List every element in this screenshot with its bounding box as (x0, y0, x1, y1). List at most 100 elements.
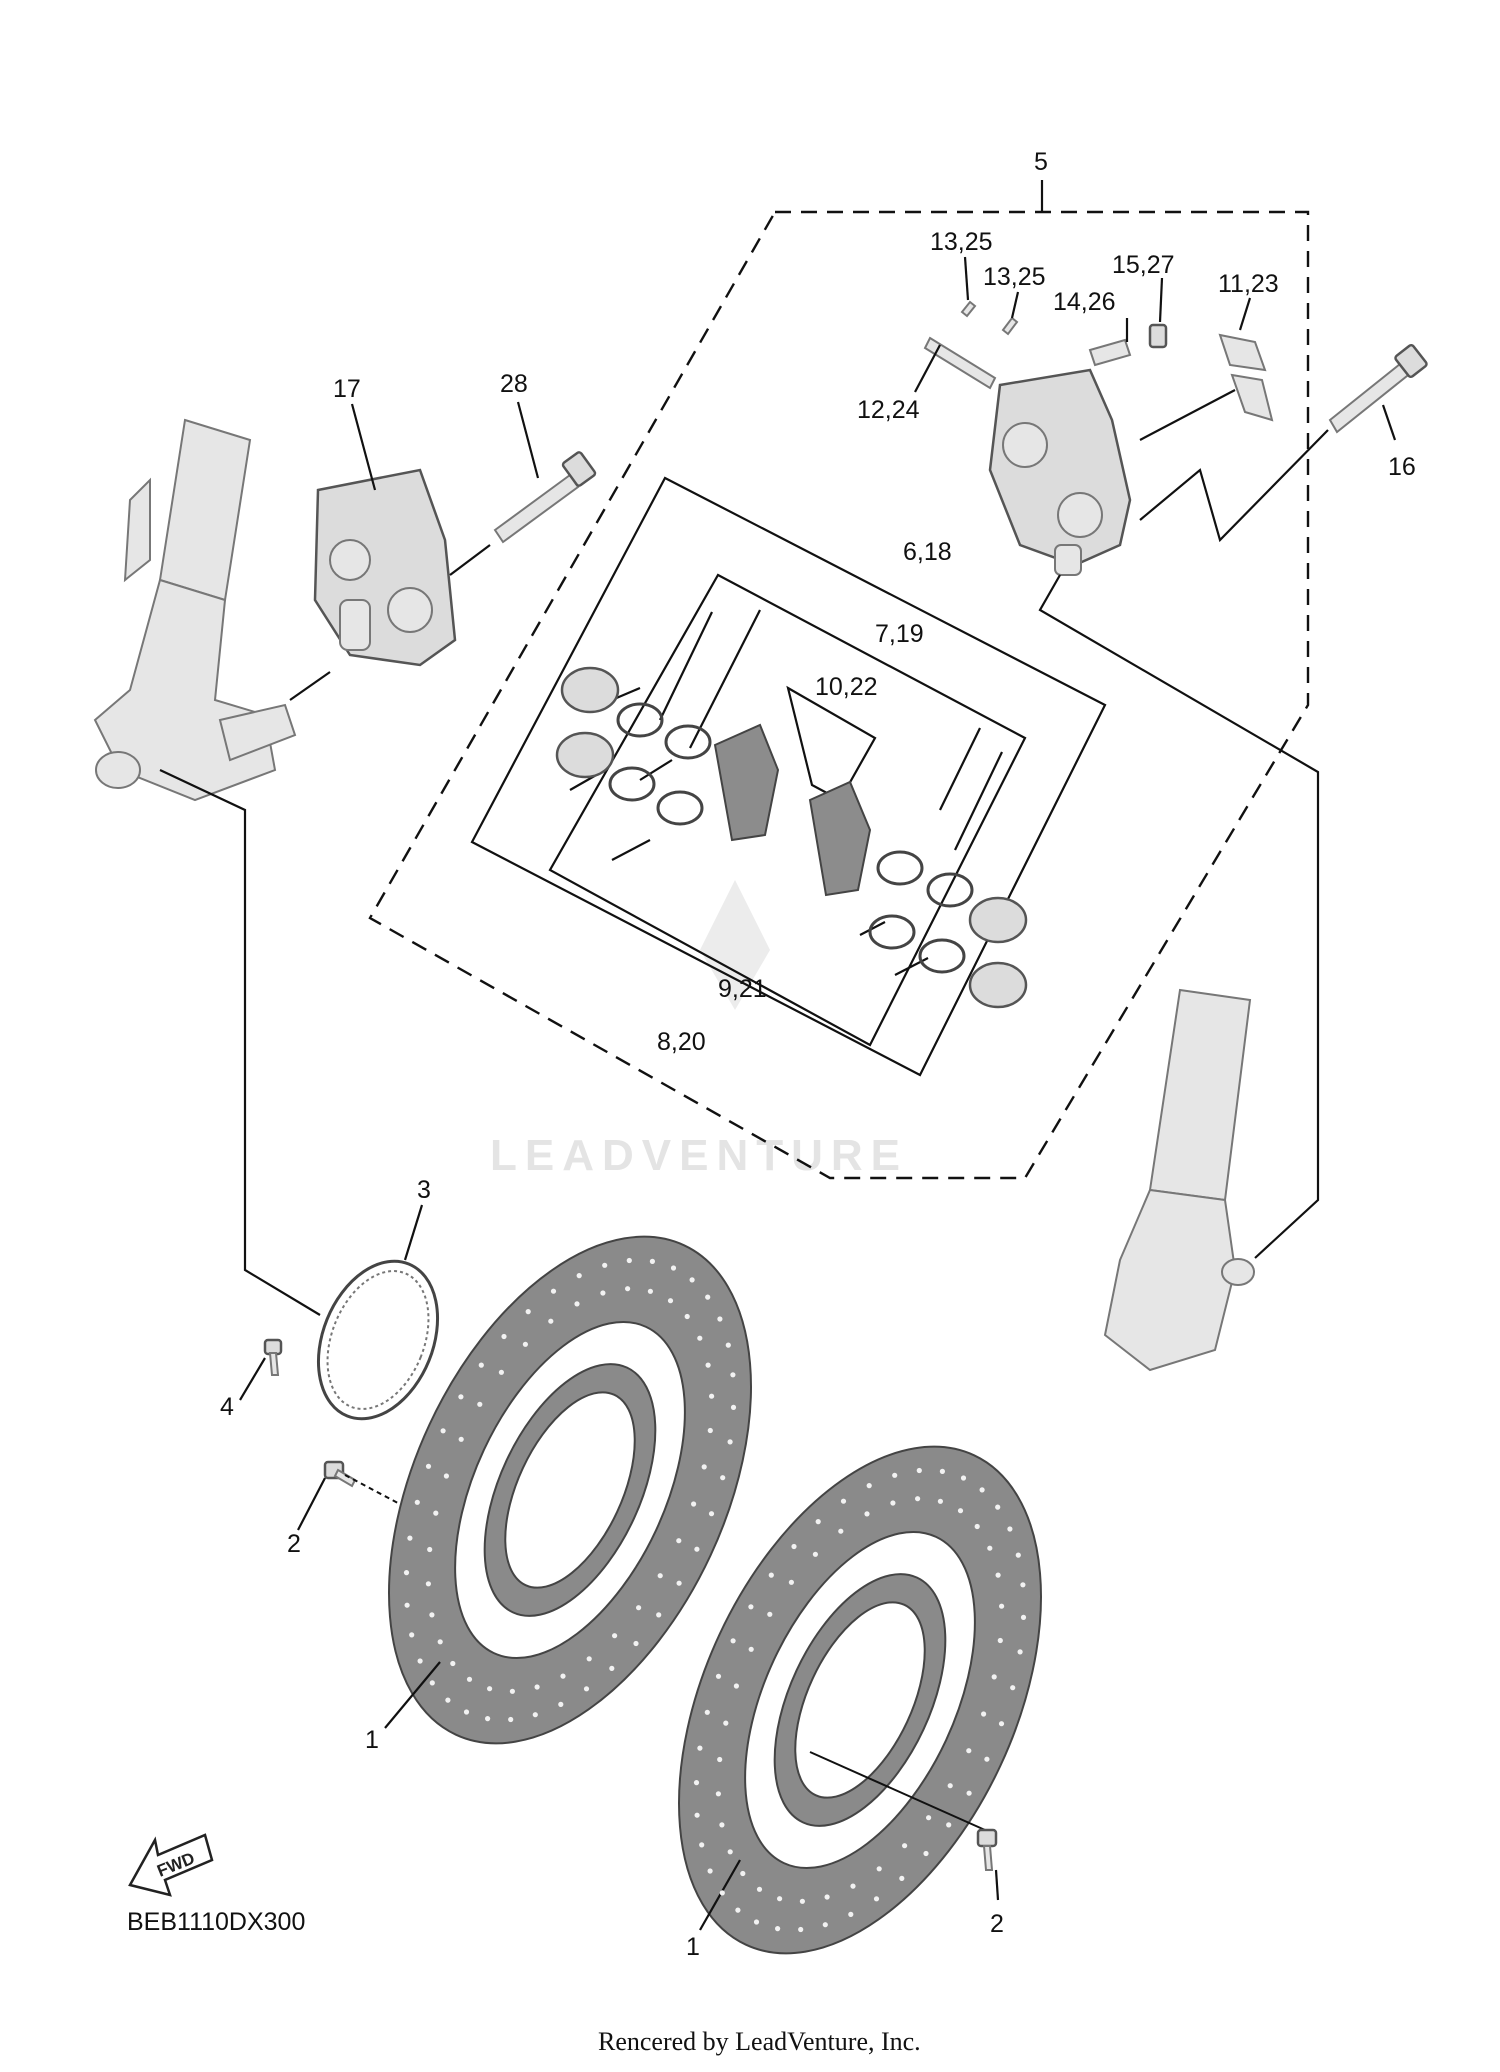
rotor-drill-hole (735, 1907, 741, 1913)
rotor-drill-hole (1007, 1526, 1013, 1532)
rotor-drill-hole (991, 1674, 997, 1680)
rotor-drill-hole (633, 1640, 639, 1647)
diagram-code: BEB1110DX300 (127, 1908, 305, 1936)
rotor-drill-hole (926, 1815, 932, 1821)
rotor-drill-hole (719, 1890, 725, 1896)
rotor-drill-hole (997, 1637, 1003, 1644)
rotor-drill-hole (485, 1716, 491, 1722)
rotor-drill-hole (558, 1701, 564, 1707)
leader-28-caliper (449, 544, 491, 576)
callout-17: 17 (333, 375, 361, 403)
leader-12-24 (914, 344, 941, 393)
rotor-drill-hole (525, 1309, 531, 1315)
rotor-drill-hole (717, 1756, 723, 1763)
rotor-drill-hole (995, 1504, 1001, 1510)
rotor-drill-hole (838, 1528, 844, 1534)
rotor-drill-hole (699, 1842, 705, 1848)
leader-3 (403, 1204, 424, 1261)
rotor-drill-hole (756, 1886, 763, 1892)
rotor-drill-hole (550, 1288, 557, 1294)
rotor-drill-hole (425, 1581, 431, 1587)
rotor-drill-hole (1017, 1649, 1023, 1655)
rotor-drill-hole (583, 1686, 590, 1692)
rotor-drill-hole (788, 1579, 795, 1585)
rotor-drill-hole (509, 1688, 515, 1694)
rotor-drill-hole (937, 1498, 944, 1504)
callout-8-20: 8,20 (657, 1028, 706, 1056)
rotor-drill-hole (892, 1472, 898, 1478)
rotor-drill-hole (822, 1922, 828, 1928)
rotor-drill-hole (715, 1673, 722, 1679)
rotor-drill-hole (477, 1401, 483, 1407)
left-caliper (313, 468, 457, 667)
rotor-drill-hole (425, 1463, 432, 1469)
rotor-drill-hole (626, 1257, 632, 1264)
brake-pads (713, 723, 872, 897)
leader-2-right (994, 1869, 1000, 1901)
callout-16: 16 (1388, 453, 1416, 481)
callout-14-26: 14,26 (1053, 288, 1116, 316)
rotor-drill-hole (715, 1791, 722, 1797)
rotor-drill-hole (560, 1673, 566, 1679)
rotor-drill-hole (957, 1508, 964, 1514)
rotor-drill-hole (723, 1720, 729, 1726)
rotor-drill-hole (404, 1602, 410, 1608)
rotor-drill-hole (916, 1467, 922, 1474)
rotor-drill-hole (1010, 1685, 1016, 1691)
leader-1-left (384, 1661, 441, 1729)
bolt-2-right (976, 1828, 998, 1871)
rotor-drill-hole (1020, 1614, 1027, 1620)
rotor-drill-hole (748, 1604, 754, 1610)
rotor-drill-hole (946, 1822, 952, 1828)
rotor-drill-hole (414, 1499, 420, 1505)
callout-11-23: 11,23 (1218, 270, 1279, 298)
rotor-drill-hole (923, 1850, 929, 1857)
rotor-drill-hole (848, 1911, 854, 1917)
callout-6-18: 6,18 (903, 538, 952, 566)
rotor-drill-hole (995, 1572, 1001, 1578)
seal-kit-frames (470, 476, 1107, 1077)
rotor-drill-hole (730, 1404, 737, 1410)
caliper-kit-boundary (368, 210, 1310, 1180)
rotor-drill-hole (768, 1572, 774, 1578)
rotor-drill-hole (697, 1335, 703, 1341)
rotor-drill-hole (445, 1697, 451, 1703)
rotor-drill-hole (612, 1633, 618, 1639)
rotor-drill-hole (429, 1612, 435, 1618)
rotor-drill-hole (730, 1372, 736, 1378)
rotor-drill-hole (987, 1545, 993, 1551)
rotor-drill-hole (709, 1393, 715, 1399)
rotor-drill-hole (656, 1612, 662, 1618)
rotor-drill-hole (864, 1511, 870, 1517)
callout-13-25-b: 13,25 (983, 263, 1046, 291)
right-rotor-drill-holes (693, 1467, 1027, 1933)
rotor-drill-hole (657, 1573, 663, 1579)
rotor-drill-hole (915, 1496, 921, 1502)
rotor-drill-hole (719, 1822, 725, 1828)
leader-1-right (699, 1859, 741, 1931)
rotor-drill-hole (720, 1475, 726, 1481)
rotor-drill-hole (466, 1676, 473, 1682)
rotor-drill-hole (704, 1709, 710, 1715)
rotor-drill-hole (753, 1919, 760, 1925)
rotor-drill-hole (403, 1570, 410, 1576)
pistons-right (968, 896, 1028, 1009)
right-caliper-small-parts (923, 300, 1428, 434)
rotor-drill-hole (727, 1849, 733, 1855)
seals (608, 702, 974, 974)
leader-16 (1381, 404, 1397, 441)
rotor-drill-hole (777, 1896, 783, 1902)
rotor-drill-hole (487, 1686, 493, 1692)
rotor-drill-hole (676, 1538, 682, 1544)
leader-left-fork-sensor (159, 769, 321, 1316)
rotor-drill-hole (534, 1684, 540, 1690)
rotor-drill-hole (443, 1473, 449, 1479)
rotor-drill-hole (548, 1318, 554, 1324)
rotor-drill-hole (947, 1783, 953, 1789)
callout-28: 28 (500, 370, 528, 398)
callout-7-19: 7,19 (875, 620, 924, 648)
leader-left-fork-caliper (289, 671, 331, 701)
rotor-drill-hole (501, 1333, 507, 1340)
rotor-drill-hole (693, 1780, 700, 1786)
rotor-drill-hole (409, 1632, 415, 1638)
